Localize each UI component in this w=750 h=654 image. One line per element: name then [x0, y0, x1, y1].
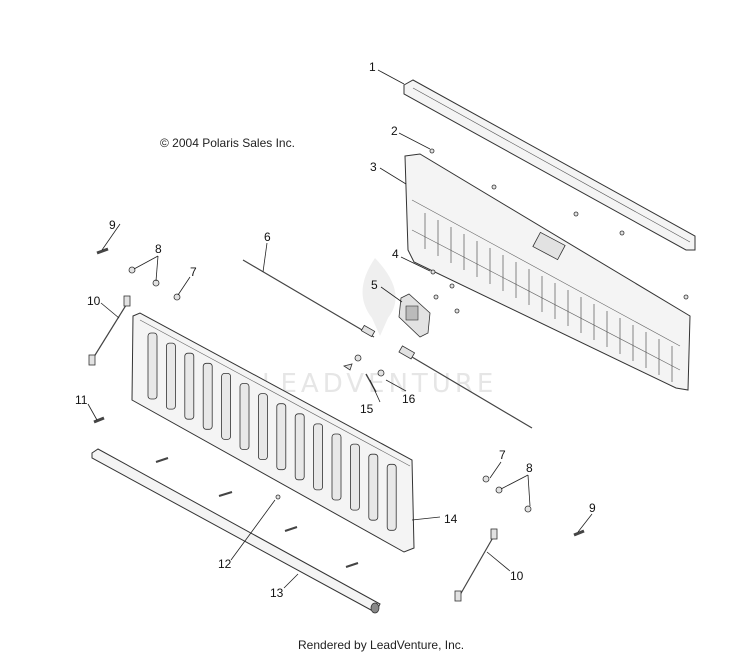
- support-cable-left: [242, 259, 376, 338]
- callout-15: 15: [360, 402, 374, 416]
- outer-tailgate-panel: [131, 312, 415, 553]
- bottom-tube: [91, 448, 381, 614]
- callout-7-right: 7: [499, 448, 506, 462]
- panel-slot: [147, 332, 158, 400]
- panel-slot: [202, 362, 213, 430]
- left-hinge-hardware: [88, 247, 181, 424]
- callout-10-right: 10: [510, 569, 524, 583]
- panel-slot: [386, 463, 397, 531]
- callout-13: 13: [270, 586, 284, 600]
- panel-slot: [331, 433, 342, 501]
- right-hinge-hardware: [454, 475, 585, 602]
- callout-3: 3: [370, 160, 377, 174]
- callout-2: 2: [391, 124, 398, 138]
- panel-slot: [294, 413, 305, 481]
- panel-slot: [221, 372, 232, 440]
- callout-12: 12: [218, 557, 232, 571]
- callout-10-left: 10: [87, 294, 101, 308]
- panel-slot: [276, 403, 287, 471]
- panel-slot: [313, 423, 324, 491]
- leader-lines: [87, 69, 593, 589]
- callout-16: 16: [402, 392, 416, 406]
- callout-11: 11: [75, 393, 88, 407]
- callout-1: 1: [369, 60, 376, 74]
- callout-8-left: 8: [155, 242, 162, 256]
- panel-slot: [239, 383, 250, 450]
- callout-labels: 1 2 3 4 5 6 7 8 9 10 11 12 13 14 15 16 7…: [75, 60, 596, 600]
- callout-8-right: 8: [526, 461, 533, 475]
- watermark-logo-icon: [362, 258, 396, 336]
- callout-7-left: 7: [190, 265, 197, 279]
- panel-slot: [349, 443, 360, 511]
- callout-4: 4: [392, 247, 399, 261]
- support-cable-right: [398, 345, 533, 429]
- latch-handle: [398, 293, 431, 338]
- watermark: LEADVENTURE: [262, 258, 497, 399]
- callout-5: 5: [371, 278, 378, 292]
- panel-slot: [184, 352, 195, 420]
- copyright-text: © 2004 Polaris Sales Inc.: [160, 136, 295, 150]
- inner-tailgate-panel: [404, 153, 691, 391]
- top-cap-rail: [403, 79, 696, 251]
- callout-6: 6: [264, 230, 271, 244]
- bottom-bolts: [155, 457, 359, 568]
- callout-9-right: 9: [589, 501, 596, 515]
- panel-slot: [165, 342, 176, 410]
- watermark-text: LEADVENTURE: [262, 369, 497, 399]
- footer-credit: Rendered by LeadVenture, Inc.: [298, 638, 464, 652]
- callout-9-left: 9: [109, 218, 116, 232]
- screws: [429, 148, 689, 314]
- callout-14: 14: [444, 512, 458, 526]
- panel-slot: [257, 393, 268, 461]
- panel-slot: [368, 453, 379, 521]
